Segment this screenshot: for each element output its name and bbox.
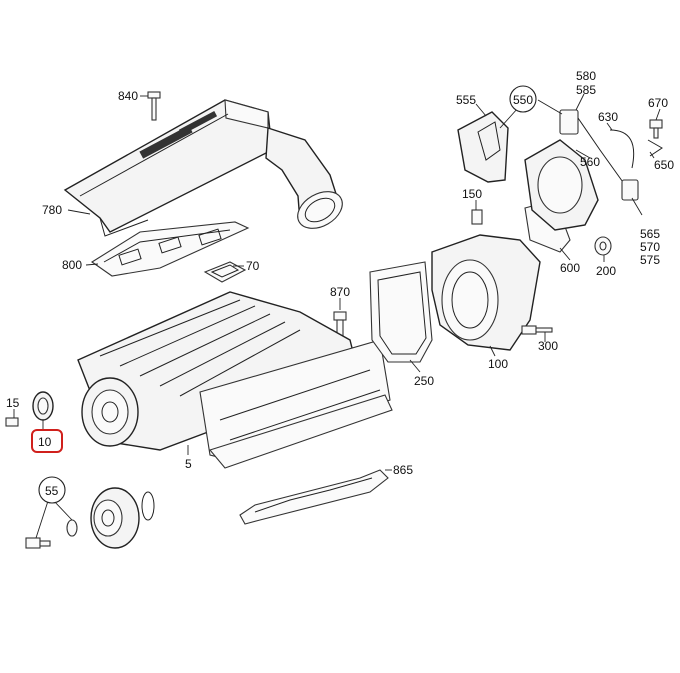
cover-555[interactable] <box>457 111 509 183</box>
bubble-55 <box>38 476 66 504</box>
bolt-15[interactable] <box>5 417 19 427</box>
label-600[interactable]: 600 <box>560 261 580 275</box>
throttle-body-550[interactable] <box>524 139 599 231</box>
label-10[interactable]: 10 <box>38 435 52 449</box>
label-585[interactable]: 585 <box>576 83 596 97</box>
pulley-assembly-55[interactable] <box>25 487 155 549</box>
seal-630[interactable] <box>609 129 635 169</box>
intake-cover-780[interactable] <box>63 99 349 237</box>
label-570[interactable]: 570 <box>640 240 660 254</box>
label-250[interactable]: 250 <box>414 374 434 388</box>
label-580[interactable]: 580 <box>576 69 596 83</box>
pulley-10[interactable] <box>32 391 54 421</box>
label-550[interactable]: 550 <box>513 93 533 107</box>
gasket-250[interactable] <box>369 261 433 363</box>
bolt-150[interactable] <box>471 209 483 225</box>
label-150[interactable]: 150 <box>462 187 482 201</box>
highlight-box-10 <box>31 429 63 453</box>
throttle-housing-100[interactable] <box>431 234 541 351</box>
gasket-865[interactable] <box>239 469 389 525</box>
label-200[interactable]: 200 <box>596 264 616 278</box>
label-100[interactable]: 100 <box>488 357 508 371</box>
label-865[interactable]: 865 <box>393 463 413 477</box>
label-800[interactable]: 800 <box>62 258 82 272</box>
label-630[interactable]: 630 <box>598 110 618 124</box>
leader-lines <box>13 93 661 539</box>
label-15[interactable]: 15 <box>6 396 20 410</box>
label-870[interactable]: 870 <box>330 285 350 299</box>
bolt-840[interactable] <box>147 91 161 121</box>
nut-200[interactable] <box>594 236 612 256</box>
connector-580[interactable] <box>559 109 626 186</box>
label-670[interactable]: 670 <box>648 96 668 110</box>
label-650[interactable]: 650 <box>654 158 674 172</box>
label-575[interactable]: 575 <box>640 253 660 267</box>
gasket-800[interactable] <box>91 221 250 277</box>
label-565[interactable]: 565 <box>640 227 660 241</box>
clip-650[interactable] <box>647 139 663 157</box>
label-300[interactable]: 300 <box>538 339 558 353</box>
label-555[interactable]: 555 <box>456 93 476 107</box>
bubble-550 <box>509 85 537 113</box>
label-70[interactable]: 70 <box>246 259 260 273</box>
label-780[interactable]: 780 <box>42 203 62 217</box>
gasket-70[interactable] <box>203 261 247 283</box>
label-5[interactable]: 5 <box>185 457 192 471</box>
connector-565[interactable] <box>621 179 639 201</box>
label-560[interactable]: 560 <box>580 155 600 169</box>
label-840[interactable]: 840 <box>118 89 138 103</box>
supercharger-5[interactable] <box>77 291 393 469</box>
bolt-670[interactable] <box>649 119 663 139</box>
bolt-300[interactable] <box>521 325 553 335</box>
label-55[interactable]: 55 <box>45 484 59 498</box>
